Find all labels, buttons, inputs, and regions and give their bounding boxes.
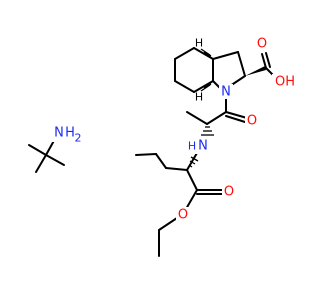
amine-n-label: N <box>54 126 64 141</box>
norvaline-bonds <box>135 152 199 191</box>
bond <box>174 47 195 60</box>
bond <box>186 111 208 125</box>
ester-o-label: O <box>178 208 188 223</box>
molecule-structure: N H 2 H H N O OH O N H O O <box>28 36 298 257</box>
stereo-hashes <box>200 48 213 92</box>
ester-bonds <box>158 189 223 257</box>
bond <box>155 153 167 169</box>
bond <box>28 144 47 156</box>
atom-labels: N H 2 H H N O OH O N H O O <box>49 36 298 223</box>
bond <box>165 167 188 171</box>
bond <box>206 111 227 125</box>
stereo-hashes <box>188 156 199 168</box>
bond <box>158 217 178 231</box>
bond <box>135 153 157 156</box>
bond <box>261 53 267 69</box>
bond <box>225 111 248 119</box>
wedge-bond <box>245 66 266 76</box>
nh-h-label: H <box>188 140 196 153</box>
bond <box>265 52 271 68</box>
bond <box>45 154 65 166</box>
bond <box>185 189 198 210</box>
ring-h-top-label: H <box>195 37 203 50</box>
amine-h-subscript: 2 <box>75 132 82 145</box>
ring-h-bottom-label: H <box>195 91 203 104</box>
acid-oh-label: OH <box>275 75 295 90</box>
bond <box>35 154 47 173</box>
alanine-bonds <box>186 111 214 136</box>
bond <box>186 169 198 191</box>
carboxylic-acid-bonds <box>245 52 277 79</box>
ester-o-double-label: O <box>224 185 234 200</box>
ring-n-label: N <box>221 85 231 100</box>
bond <box>237 51 246 77</box>
bond <box>225 115 246 123</box>
nh-n-label: N <box>198 139 208 154</box>
bond <box>212 51 239 60</box>
amide-bonds <box>206 98 248 125</box>
amide-o-label: O <box>247 114 257 129</box>
tert-butylamine-bonds <box>28 136 65 173</box>
stereo-hashes <box>201 126 214 136</box>
bond <box>174 80 195 93</box>
acid-o-double-label: O <box>257 37 267 52</box>
amine-group: N H 2 <box>49 124 82 145</box>
amine-h-label: H <box>65 126 75 141</box>
